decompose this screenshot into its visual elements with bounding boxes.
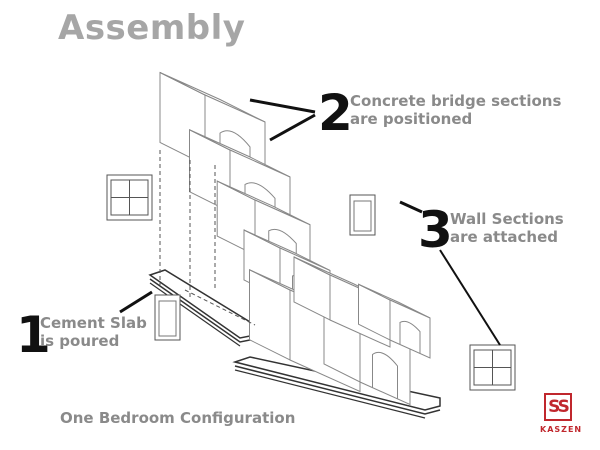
bridge-section-3-arch [268,228,297,274]
bridge-section-1-arch [219,130,251,186]
step-3-number: 3 [418,201,453,259]
guide-dashed-line [184,289,256,326]
callout-line-3b [439,249,501,346]
callout-line-2a [249,98,316,114]
module-d-arch [399,320,421,354]
step-1-line1: Cement Slab [40,314,147,332]
step-1-line2: is poured [40,332,120,350]
logo-mark: SS [548,397,570,417]
step-2-line2: are positioned [350,110,473,128]
step-1-label: Cement Slab is poured [40,314,147,350]
wall-door-left-door [158,300,177,337]
callout-line-2b [269,113,316,142]
step-2-number: 2 [318,84,353,142]
step-3-line1: Wall Sections [450,210,564,228]
page-title: Assembly [58,8,246,48]
callout-line-1 [119,290,153,314]
step-3-label: Wall Sections are attached [450,210,564,246]
slab-edge-line [234,369,426,419]
configuration-caption: One Bedroom Configuration [60,409,296,427]
bridge-section-2-arch [244,182,276,233]
slab-edge-line [234,365,441,415]
logo-text: KASZEN [540,425,583,434]
slab-edge-line [149,282,241,347]
module-b-arch [372,351,398,399]
callout-line-3a [399,200,423,214]
kaszen-logo: SS [544,393,572,421]
step-1-number: 1 [16,306,51,364]
cement-slab-right [232,356,441,411]
step-2-line1: Concrete bridge sections [350,92,562,110]
step-3-line2: are attached [450,228,558,246]
wall-door-upper-door [353,200,372,232]
step-2-label: Concrete bridge sections are positioned [350,92,561,128]
